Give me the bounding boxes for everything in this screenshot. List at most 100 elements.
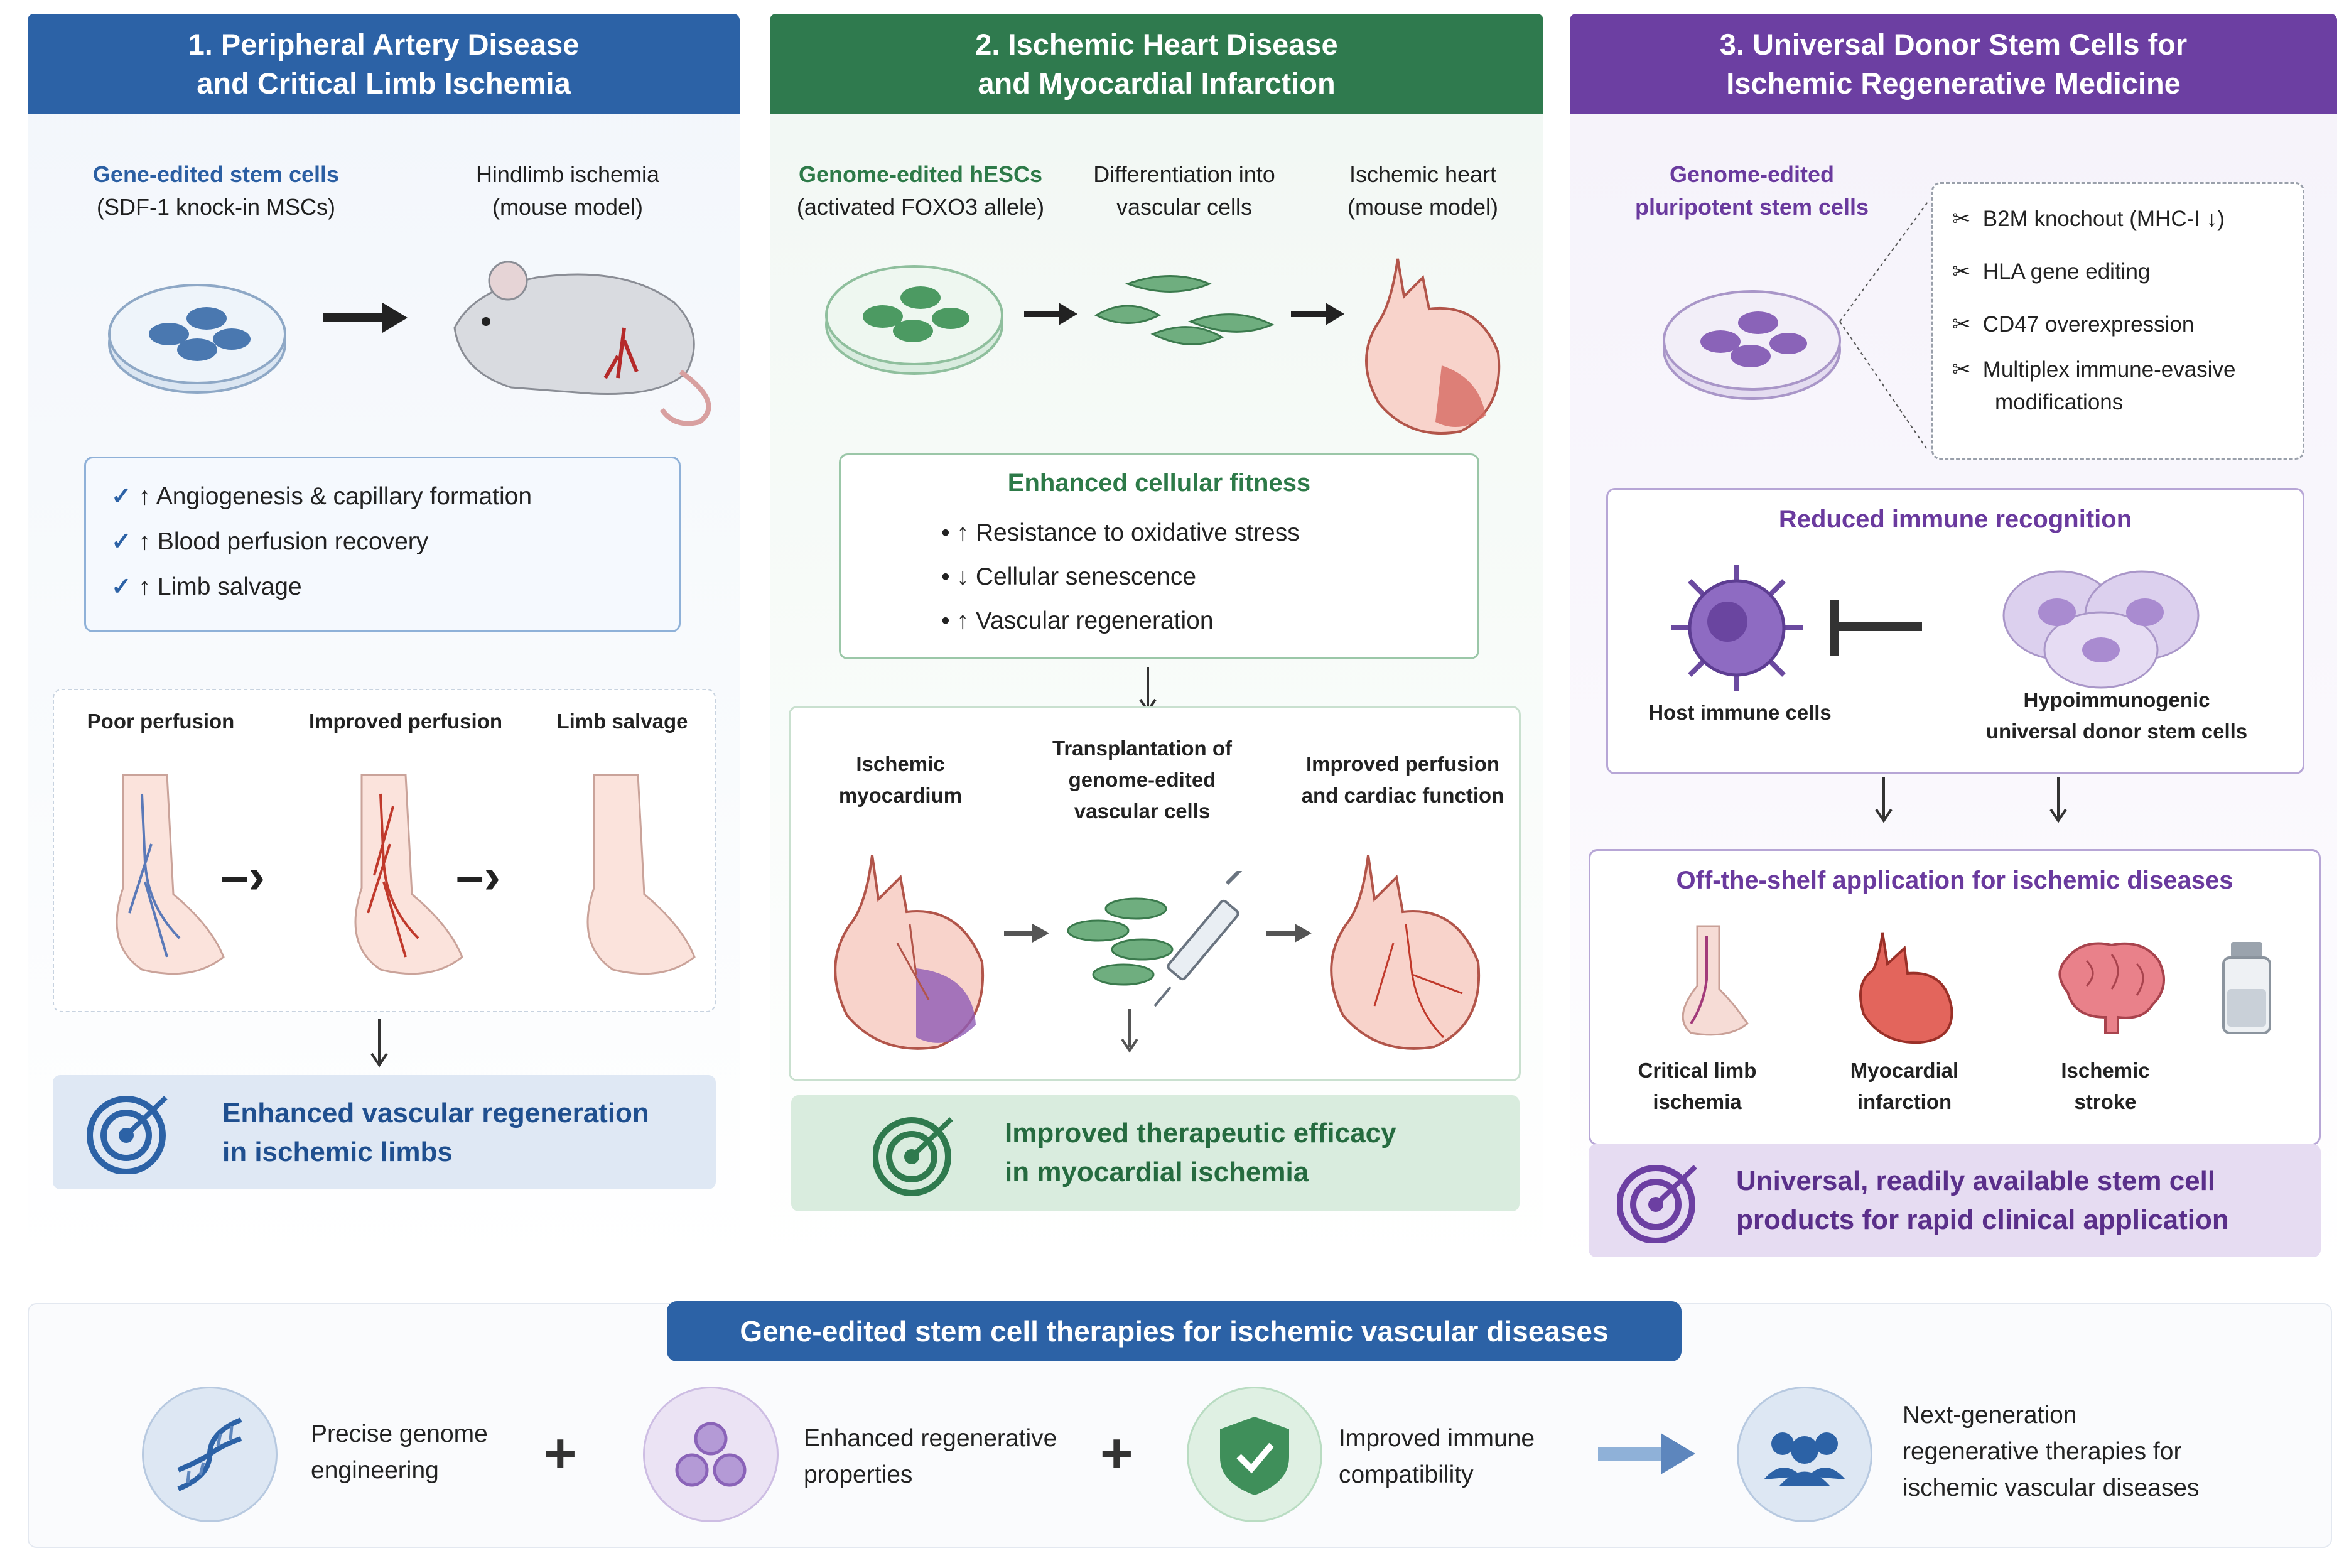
summary-line: Next-generation xyxy=(1903,1402,2077,1429)
immune-recognition-title: Reduced immune recognition xyxy=(1778,506,2132,533)
application-line: infarction xyxy=(1857,1090,1952,1113)
summary-item-1-text: Precise genome engineering xyxy=(311,1416,488,1489)
benefit-item: ✓ ↑ Limb salvage xyxy=(111,573,302,600)
ischemic-heart-line: (mouse model) xyxy=(1347,194,1499,220)
arrow-right-icon: –› xyxy=(456,848,501,904)
application-line: Myocardial xyxy=(1850,1059,1959,1082)
pluripotent-title: Genome-edited xyxy=(1669,161,1835,187)
arrow-down-icon xyxy=(1875,777,1893,823)
cellular-fitness-title: Enhanced cellular fitness xyxy=(1007,469,1311,497)
target-icon xyxy=(1617,1165,1697,1243)
summary-item-4-text: Next-generation regenerative therapies f… xyxy=(1903,1397,2200,1506)
arrow-right-icon xyxy=(1598,1433,1695,1474)
step-line: Improved perfusion xyxy=(1305,752,1500,776)
cells-icon xyxy=(675,1422,747,1487)
arrow-down-icon xyxy=(1121,1009,1138,1053)
differentiation-line: vascular cells xyxy=(1116,194,1253,220)
foot-improved-perfusion-icon xyxy=(354,774,463,975)
summary-line: regenerative therapies for xyxy=(1903,1438,2182,1465)
application-limb: Critical limb ischemia xyxy=(1616,1055,1779,1118)
benefit-text: ↑ Blood perfusion recovery xyxy=(138,528,429,555)
outcome-line: Enhanced vascular regeneration xyxy=(222,1098,649,1128)
arrow-down-icon xyxy=(2049,777,2067,823)
hescs-label: Genome-edited hESCs (activated FOXO3 all… xyxy=(782,158,1059,224)
step-ischemic-myocardium: Ischemic myocardium xyxy=(816,749,985,811)
vascular-cells-icon xyxy=(1094,275,1275,345)
hindlimb-title: Hindlimb ischemia xyxy=(475,161,660,187)
panel-universal-donor-stem-cells: 3. Universal Donor Stem Cells for Ischem… xyxy=(1570,14,2337,1267)
target-icon xyxy=(873,1117,953,1196)
benefit-text: ↑ Angiogenesis & capillary formation xyxy=(138,483,532,510)
summary-item-4-circle xyxy=(1737,1387,1872,1522)
step-line: Transplantation of xyxy=(1052,737,1232,760)
heart-icon xyxy=(1859,932,1953,1044)
dna-icon xyxy=(177,1417,242,1491)
summary-line: ischemic vascular diseases xyxy=(1903,1474,2200,1501)
application-stroke: Ischemic stroke xyxy=(2030,1055,2181,1118)
ischemic-myocardium-icon xyxy=(834,855,985,1050)
panel-peripheral-artery-disease: 1. Peripheral Artery Disease and Critica… xyxy=(28,14,740,1267)
foot-healthy-icon xyxy=(586,774,696,975)
hescs-subtitle: (activated FOXO3 allele) xyxy=(796,194,1045,220)
ischemic-heart-line: Ischemic heart xyxy=(1349,161,1497,187)
panel-3-title-line2: Ischemic Regenerative Medicine xyxy=(1726,67,2181,100)
plus-icon: + xyxy=(544,1422,577,1485)
panel-1-title-line1: 1. Peripheral Artery Disease xyxy=(188,28,580,61)
outcome-text-3: Universal, readily available stem cell p… xyxy=(1736,1162,2229,1240)
edit-text: HLA gene editing xyxy=(1982,259,2151,284)
stage-improved-perfusion: Improved perfusion xyxy=(308,710,503,733)
arrow-right-icon xyxy=(1291,303,1344,325)
fitness-text: ↑ Resistance to oxidative stress xyxy=(956,519,1300,546)
outcome-line: products for rapid clinical application xyxy=(1736,1204,2229,1235)
brain-icon xyxy=(2058,942,2165,1034)
donor-label-line: universal donor stem cells xyxy=(1985,720,2248,743)
outcome-line: Improved therapeutic efficacy xyxy=(1005,1118,1396,1149)
plus-icon: + xyxy=(1100,1422,1133,1485)
donor-cells-label: Hypoimmunogenic universal donor stem cel… xyxy=(1960,684,2274,747)
summary-line: properties xyxy=(804,1461,913,1488)
hindlimb-label: Hindlimb ischemia (mouse model) xyxy=(429,158,706,224)
petri-dish-icon xyxy=(1663,290,1841,400)
step-line: genome-edited xyxy=(1068,768,1216,791)
outcome-banner-1: Enhanced vascular regeneration in ischem… xyxy=(53,1075,716,1189)
benefit-item: ✓ ↑ Angiogenesis & capillary formation xyxy=(111,483,532,510)
step-line: myocardium xyxy=(838,784,963,807)
step-improved-perfusion: Improved perfusion and cardiac function xyxy=(1287,749,1519,811)
application-myocardial: Myocardial infarction xyxy=(1817,1055,1992,1118)
arrow-right-icon xyxy=(1024,303,1077,325)
pluripotent-subtitle: pluripotent stem cells xyxy=(1634,194,1869,220)
off-the-shelf-box: Off-the-shelf application for ischemic d… xyxy=(1589,849,2321,1145)
callout-lines xyxy=(1839,202,1928,451)
benefit-text: ↑ Limb salvage xyxy=(138,573,302,600)
perfusion-stages-box: Poor perfusion Improved perfusion Limb s… xyxy=(53,689,716,1012)
outcome-line: in ischemic limbs xyxy=(222,1137,453,1167)
panel-2-header: 2. Ischemic Heart Disease and Myocardial… xyxy=(770,14,1543,114)
summary-item-2-circle xyxy=(643,1387,779,1522)
arrow-right-icon xyxy=(1266,924,1312,943)
limb-icon xyxy=(1682,925,1749,1036)
edit-text: B2M knochout (MHC-I ↓) xyxy=(1982,207,2225,231)
edit-text: modifications xyxy=(1995,390,2124,414)
scissors-icon: ✂ xyxy=(1952,312,1971,337)
summary-item-3-circle xyxy=(1187,1387,1322,1522)
step-transplantation: Transplantation of genome-edited vascula… xyxy=(1023,733,1261,827)
application-line: stroke xyxy=(2074,1090,2137,1113)
arrow-down-icon xyxy=(370,1019,388,1068)
panel-ischemic-heart-disease: 2. Ischemic Heart Disease and Myocardial… xyxy=(770,14,1543,1267)
shield-check-icon xyxy=(1220,1417,1289,1495)
petri-dish-icon xyxy=(825,265,1003,375)
summary-title: Gene-edited stem cell therapies for isch… xyxy=(667,1301,1682,1361)
fitness-text: ↓ Cellular senescence xyxy=(956,563,1197,590)
people-icon xyxy=(1764,1432,1845,1486)
panel-3-header: 3. Universal Donor Stem Cells for Ischem… xyxy=(1570,14,2337,114)
benefit-item: ✓ ↑ Blood perfusion recovery xyxy=(111,528,429,555)
summary-line: Enhanced regenerative xyxy=(804,1425,1057,1452)
fitness-item: • ↑ Vascular regeneration xyxy=(941,607,1214,634)
panel-2-title-line1: 2. Ischemic Heart Disease xyxy=(975,28,1338,61)
benefits-box: ✓ ↑ Angiogenesis & capillary formation ✓… xyxy=(84,457,681,632)
edit-item: ✂ Multiplex immune-evasive modifications xyxy=(1952,354,2235,419)
summary-item-3-text: Improved immune compatibility xyxy=(1339,1420,1535,1493)
fitness-item: • ↓ Cellular senescence xyxy=(941,563,1197,590)
summary-line: compatibility xyxy=(1339,1461,1474,1488)
immune-recognition-box: Reduced immune recognition Host immune c… xyxy=(1606,488,2304,774)
